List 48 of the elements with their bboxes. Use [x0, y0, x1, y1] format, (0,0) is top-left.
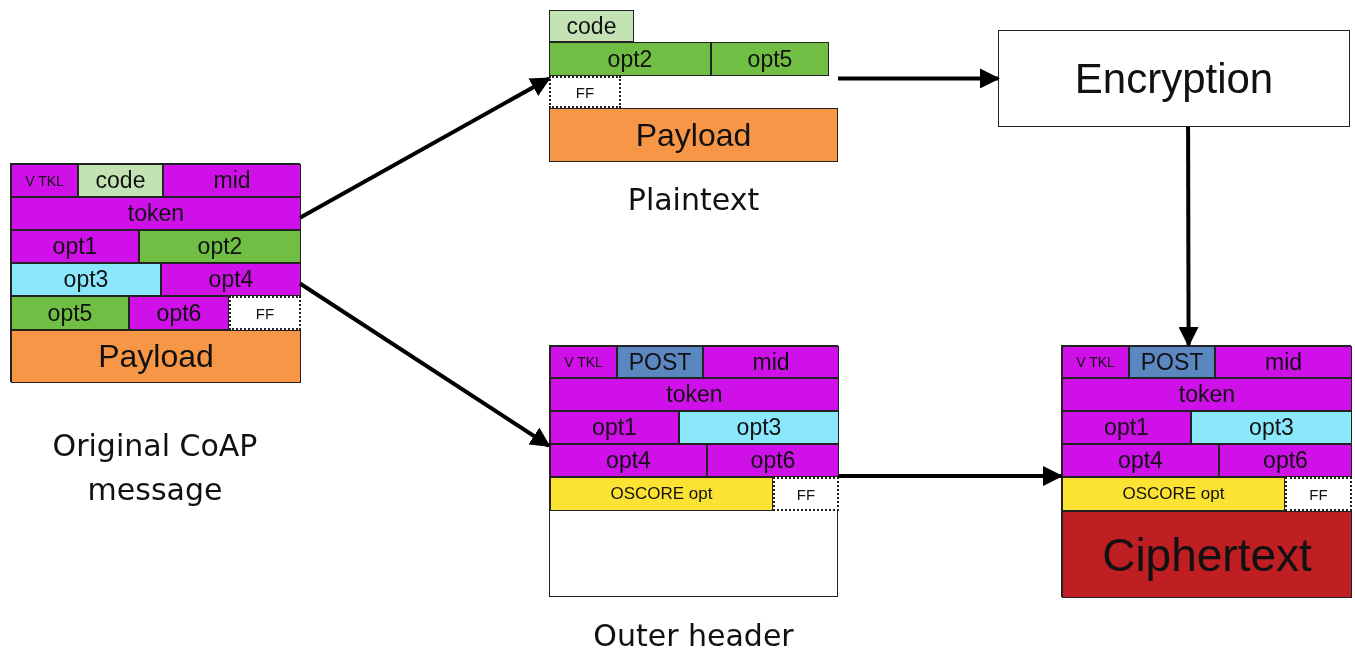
message-frame — [1061, 345, 1351, 597]
field-cell: Payload — [11, 330, 301, 383]
field-cell: POST — [617, 346, 703, 378]
field-cell: FF — [229, 296, 301, 330]
field-cell: token — [11, 197, 301, 230]
field-cell: opt5 — [11, 296, 129, 330]
field-cell: opt4 — [161, 263, 301, 296]
node-label: Outer header — [593, 618, 794, 653]
arrow — [838, 466, 1063, 487]
field-cell: POST — [1129, 346, 1215, 378]
field-cell: mid — [163, 164, 301, 197]
field-cell: opt3 — [1191, 411, 1352, 444]
field-cell: opt6 — [1219, 444, 1352, 477]
field-cell: opt1 — [550, 411, 679, 444]
field-cell: V TKL — [550, 346, 617, 378]
node-label: Plaintext — [627, 182, 760, 217]
field-cell: FF — [773, 477, 839, 511]
node-label: Original CoAP message — [51, 427, 259, 509]
field-cell: OSCORE opt — [550, 477, 773, 511]
field-cell: opt4 — [550, 444, 707, 477]
field-cell: token — [550, 378, 839, 411]
field-cell: opt1 — [1062, 411, 1191, 444]
field-cell: FF — [549, 76, 621, 108]
arrow — [838, 68, 1000, 89]
field-cell: V TKL — [11, 164, 78, 197]
field-cell: Ciphertext — [1062, 511, 1352, 598]
process-box: Encryption — [998, 30, 1350, 127]
field-cell: opt2 — [549, 42, 711, 76]
field-cell: opt1 — [11, 230, 139, 263]
arrow — [298, 281, 551, 448]
arrow — [1178, 127, 1199, 347]
field-cell: Payload — [549, 108, 838, 162]
field-cell: opt6 — [707, 444, 839, 477]
field-cell: mid — [703, 346, 839, 378]
field-cell: opt4 — [1062, 444, 1219, 477]
field-cell: V TKL — [1062, 346, 1129, 378]
field-cell: opt6 — [129, 296, 229, 330]
field-cell: token — [1062, 378, 1352, 411]
field-cell: FF — [1285, 477, 1352, 511]
field-cell: mid — [1215, 346, 1352, 378]
field-cell: opt3 — [679, 411, 839, 444]
arrow — [299, 76, 551, 220]
field-cell: opt3 — [11, 263, 161, 296]
field-cell: code — [78, 164, 163, 197]
field-cell: opt5 — [711, 42, 829, 76]
field-cell: code — [549, 10, 634, 42]
field-cell: OSCORE opt — [1062, 477, 1285, 511]
field-cell: opt2 — [139, 230, 301, 263]
